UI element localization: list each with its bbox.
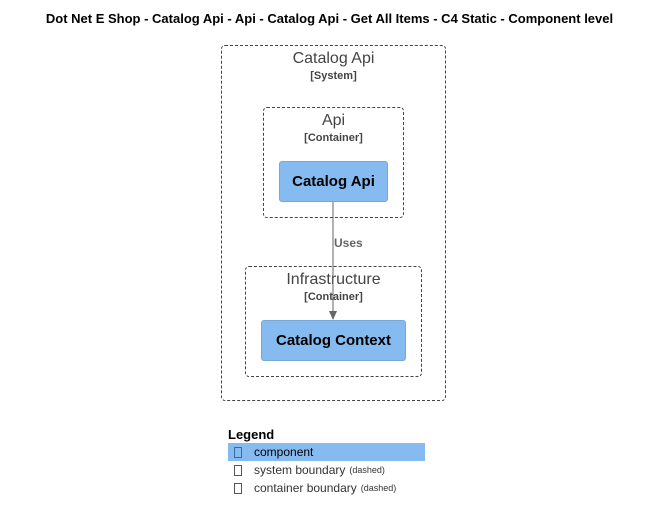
legend-item-system-boundary: system boundary (dashed) bbox=[228, 461, 425, 479]
legend-item-note: (dashed) bbox=[360, 483, 397, 493]
legend-system-boundary-swatch-icon bbox=[234, 464, 242, 476]
legend-item-label: component bbox=[254, 445, 314, 459]
container-boundary-api: Api [Container] bbox=[263, 107, 404, 218]
legend-item-component: component bbox=[228, 443, 425, 461]
legend-item-container-boundary: container boundary (dashed) bbox=[228, 479, 425, 497]
legend-item-label: container boundary bbox=[254, 481, 357, 495]
diagram-title: Dot Net E Shop - Catalog Api - Api - Cat… bbox=[45, 11, 614, 26]
legend-item-label: system boundary bbox=[254, 463, 346, 477]
component-catalog-api[interactable]: Catalog Api bbox=[279, 161, 388, 202]
uses-arrow-head bbox=[329, 311, 337, 320]
container-boundary-api-type: [Container] bbox=[304, 132, 363, 144]
system-boundary-type: [System] bbox=[310, 70, 357, 82]
container-boundary-api-name: Api bbox=[321, 112, 346, 129]
legend: Legend component system boundary (dashed… bbox=[228, 426, 425, 497]
legend-container-boundary-swatch-icon bbox=[234, 482, 242, 494]
component-catalog-context[interactable]: Catalog Context bbox=[261, 320, 406, 361]
legend-item-note: (dashed) bbox=[349, 465, 385, 475]
system-boundary-name: Catalog Api bbox=[292, 50, 375, 67]
legend-title: Legend bbox=[228, 427, 275, 442]
legend-component-swatch-icon bbox=[234, 446, 242, 458]
relationship-label-uses: Uses bbox=[334, 236, 363, 250]
system-boundary-catalog-api: Catalog Api [System] bbox=[221, 45, 446, 401]
